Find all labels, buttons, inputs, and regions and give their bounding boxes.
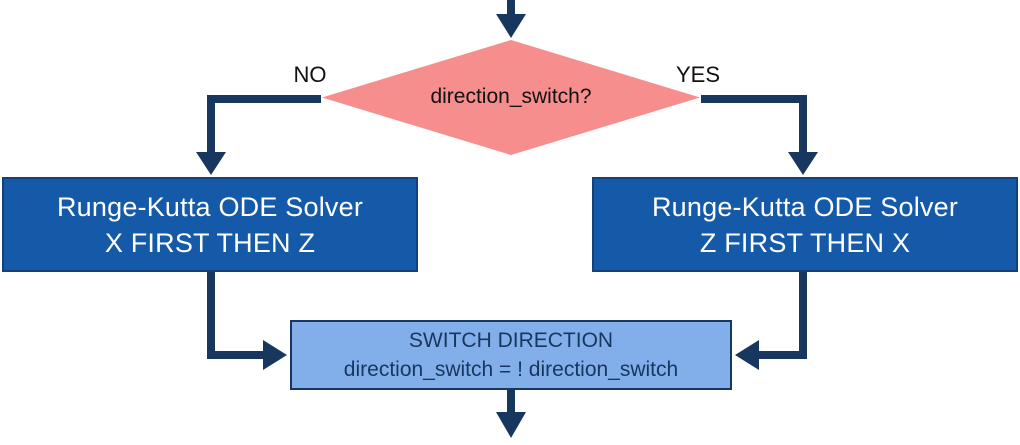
arrow-left-to-switch-line xyxy=(207,272,265,359)
arrow-yes-branch-head xyxy=(788,152,818,175)
solver-z-first-line1: Runge-Kutta ODE Solver xyxy=(651,191,959,222)
switch-direction-box: SWITCH DIRECTION direction_switch = ! di… xyxy=(290,320,732,390)
solver-z-first-line2: Z FIRST THEN X xyxy=(699,227,911,258)
switch-direction-line1: SWITCH DIRECTION xyxy=(408,329,614,352)
arrow-left-to-switch-head xyxy=(263,340,287,370)
switch-direction-line2: direction_switch = ! direction_switch xyxy=(343,358,679,381)
solver-box-z-first: Runge-Kutta ODE Solver Z FIRST THEN X xyxy=(592,177,1018,272)
decision-label: direction_switch? xyxy=(430,85,592,108)
decision-diamond xyxy=(322,40,700,155)
branch-label-yes: YES xyxy=(675,62,721,87)
arrow-no-branch-line xyxy=(207,95,321,154)
arrow-right-to-switch-line xyxy=(757,272,807,359)
arrow-bottom-exit-head xyxy=(496,412,526,438)
arrow-no-branch-head xyxy=(196,152,226,175)
arrow-yes-branch-line xyxy=(701,95,807,154)
solver-x-first-line1: Runge-Kutta ODE Solver xyxy=(56,191,364,222)
branch-label-no: NO xyxy=(293,62,327,87)
arrow-right-to-switch-head xyxy=(735,340,759,370)
solver-x-first-line2: X FIRST THEN Z xyxy=(104,227,316,258)
solver-box-x-first: Runge-Kutta ODE Solver X FIRST THEN Z xyxy=(2,177,418,272)
arrow-top-entry-head xyxy=(496,14,526,38)
